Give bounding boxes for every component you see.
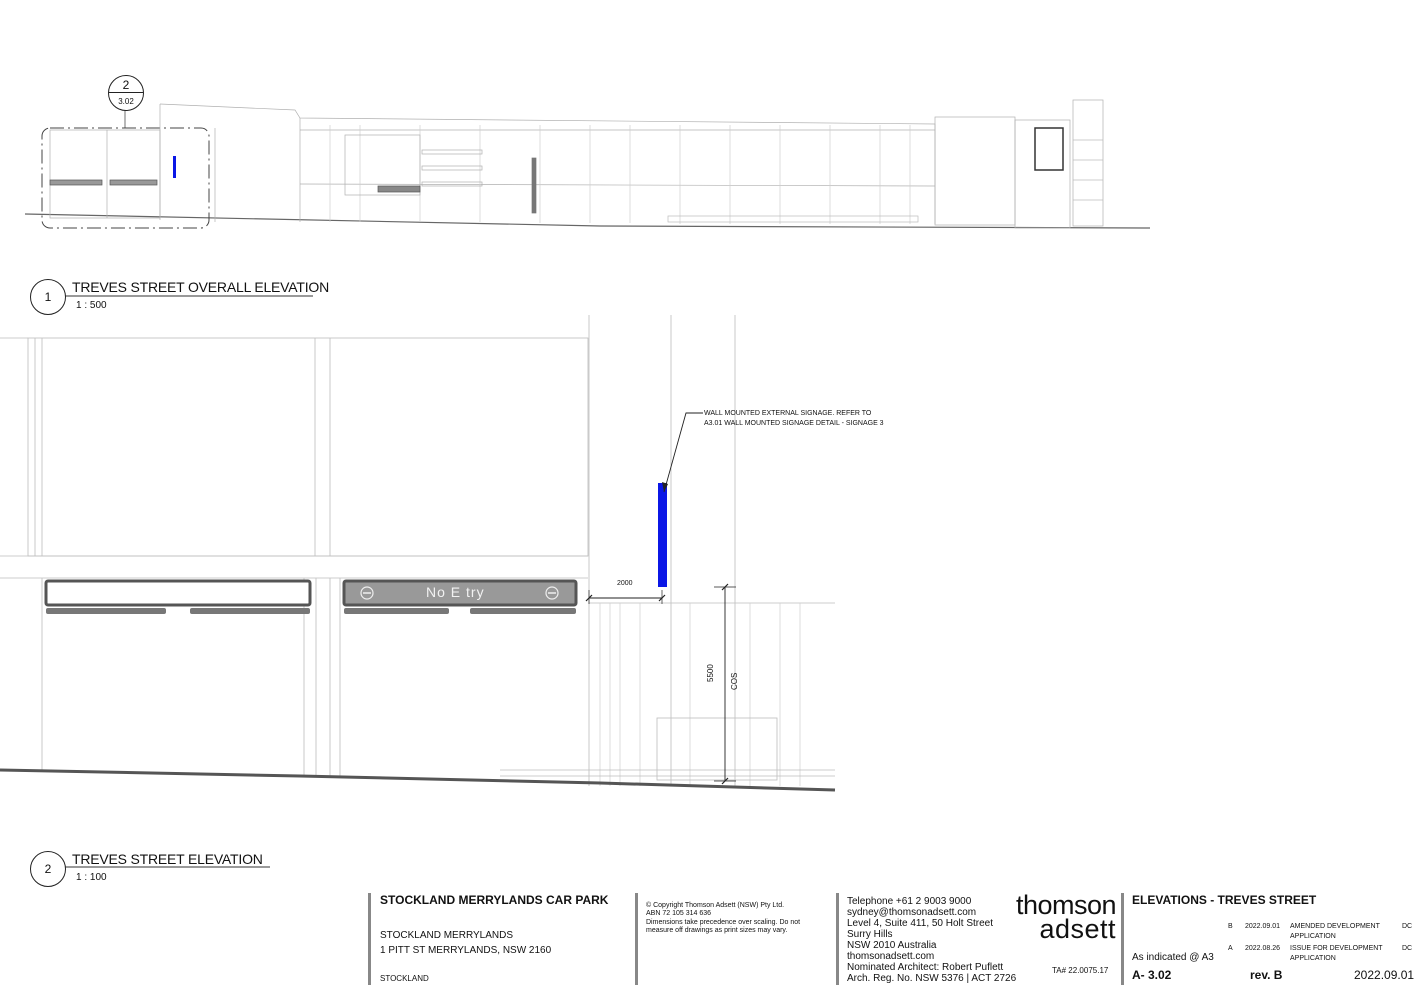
copyright: © Copyright Thomson Adsett (NSW) Pty Ltd… [646, 902, 785, 909]
view-scale-2: 1 : 100 [76, 872, 107, 883]
contact-state: NSW 2010 Australia [847, 940, 937, 951]
view-number-1: 1 [44, 290, 52, 304]
blank-sign-panel [44, 579, 312, 607]
signage-annotation-line-2: A3.01 WALL MOUNTED SIGNAGE DETAIL - SIGN… [704, 420, 884, 427]
view-title-2: TREVES STREET ELEVATION [72, 851, 263, 867]
site-name: STOCKLAND MERRYLANDS [380, 930, 513, 941]
revision-row: A 2022.08.26 ISSUE FOR DEVELOPMENT APPLI… [1226, 944, 1421, 964]
signage-annotation-line-1: WALL MOUNTED EXTERNAL SIGNAGE. REFER TO [704, 410, 872, 417]
detail-elevation [0, 315, 835, 786]
scale-note: As indicated @ A3 [1132, 952, 1214, 963]
contact-suburb: Surry Hills [847, 929, 893, 940]
issue-date: 2022.09.01 [1354, 968, 1415, 982]
revision-desc: AMENDED DEVELOPMENT [1290, 923, 1380, 930]
sheet-title: ELEVATIONS - TREVES STREET [1132, 893, 1317, 907]
client-name: STOCKLAND [380, 974, 429, 983]
disclaimer-line-1: Dimensions take precedence over scaling.… [646, 919, 801, 926]
revision-date: 2022.08.26 [1245, 945, 1281, 952]
revision-label: rev. B [1250, 968, 1283, 982]
view-number-2: 2 [44, 862, 52, 876]
ta-number: TA# 22.0075.17 [1052, 966, 1109, 975]
callout-number: 2 [122, 78, 130, 92]
dimension-5500: 5500 [706, 664, 715, 682]
project-name: STOCKLAND MERRYLANDS CAR PARK [380, 893, 609, 907]
revision-by: DC [1402, 945, 1413, 952]
section-callout: 2 3.02 [108, 75, 144, 111]
revision-code: B [1228, 923, 1233, 930]
revision-date: 2022.09.01 [1245, 923, 1281, 930]
logo-line-2: adsett [1039, 914, 1116, 944]
view-title-1: TREVES STREET OVERALL ELEVATION [72, 279, 330, 295]
revision-by: DC [1402, 923, 1413, 930]
contact-address: Level 4, Suite 411, 50 Holt Street [847, 918, 994, 929]
abn: ABN 72 105 314 636 [646, 910, 711, 917]
overall-signage-mark [173, 156, 176, 178]
title-block-divider [1121, 893, 1124, 985]
contact-email: sydney@thomsonadsett.com [847, 907, 977, 918]
disclaimer-line-2: measure off drawings as print sizes may … [646, 927, 788, 934]
revision-desc: APPLICATION [1290, 955, 1336, 962]
dimension-cos: COS [730, 672, 739, 690]
view-scale-1: 1 : 500 [76, 300, 107, 311]
dimension-2000: 2000 [617, 580, 633, 587]
company-logo: thomson adsett [996, 890, 1117, 944]
revision-code: A [1228, 945, 1233, 952]
logo-line-1: thomson [1015, 890, 1117, 920]
revision-desc: APPLICATION [1290, 933, 1336, 940]
view-number-bubble-2: 2 [30, 851, 66, 887]
contact-phone: Telephone +61 2 9003 9000 [847, 896, 972, 907]
nominated-architect: Nominated Architect: Robert Puflett [847, 962, 1004, 973]
site-address: 1 PITT ST MERRYLANDS, NSW 2160 [380, 945, 552, 956]
contact-website: thomsonadsett.com [847, 951, 935, 962]
title-block-divider [635, 893, 638, 985]
contact-block: Telephone +61 2 9003 9000 sydney@thomson… [847, 896, 1016, 984]
no-entry-sign-panel [342, 579, 578, 607]
callout-sheet: 3.02 [118, 97, 134, 106]
revision-desc: ISSUE FOR DEVELOPMENT [1290, 945, 1383, 952]
revision-row: B 2022.09.01 AMENDED DEVELOPMENT APPLICA… [1226, 922, 1421, 942]
sheet-number: A- 3.02 [1132, 968, 1172, 982]
view-number-bubble-1: 1 [30, 279, 66, 315]
wall-signage-blue [658, 483, 667, 587]
title-block-divider [368, 893, 371, 985]
architect-registration: Arch. Reg. No. NSW 5376 | ACT 2726 [847, 973, 1017, 984]
title-block-divider [836, 893, 839, 985]
overall-elevation [24, 99, 1151, 229]
no-entry-sign-text: No E try [426, 584, 485, 600]
